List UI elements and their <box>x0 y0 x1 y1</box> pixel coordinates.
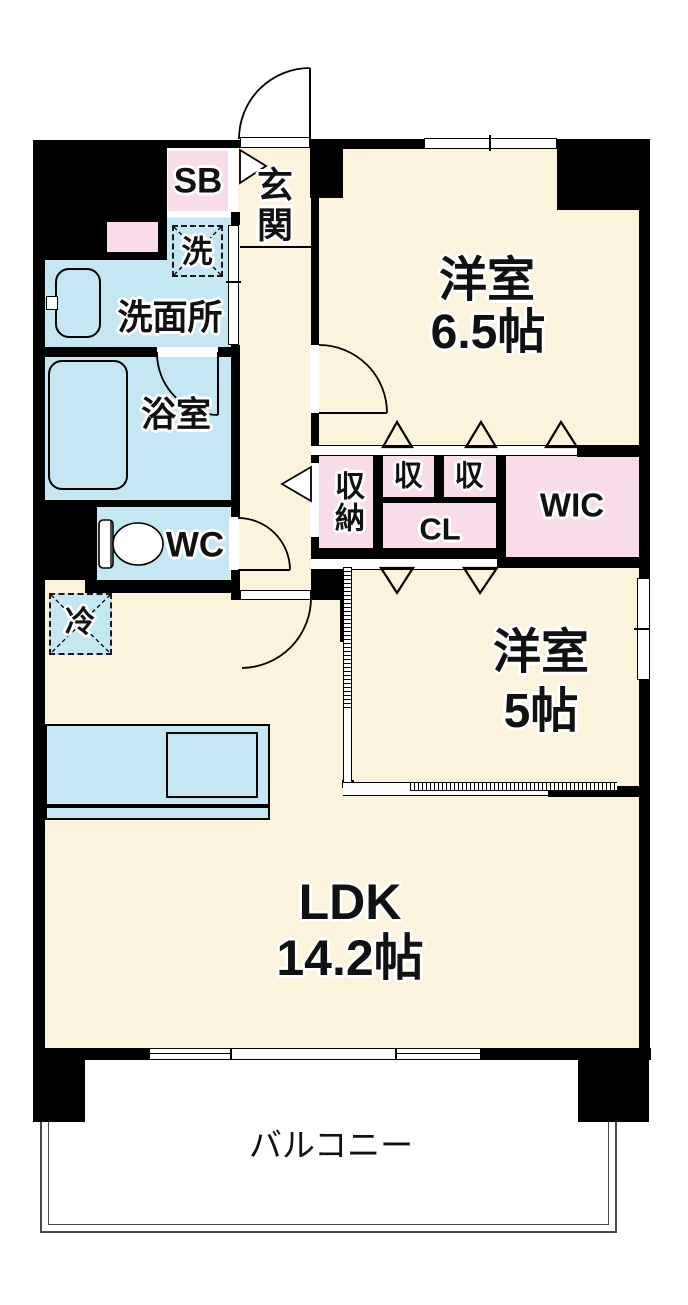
meter-box <box>107 222 158 252</box>
washer-label: 洗 <box>181 234 213 270</box>
wall-wc-left-mass <box>33 500 97 580</box>
wall-bath-bottom <box>33 500 240 507</box>
room2-name: 洋室 <box>492 626 590 679</box>
washroom-door-tick <box>226 281 241 283</box>
wall-wic-bottom <box>497 557 650 568</box>
washroom-sliding-door <box>228 225 239 345</box>
window-top-tick <box>489 135 491 151</box>
small-closet-2-label: 収 <box>454 460 484 493</box>
shoe-box-label: SB <box>173 161 223 201</box>
room1-door-opening <box>310 345 319 413</box>
balcony-sliding-door <box>231 1048 396 1060</box>
wall-closet-bottom <box>311 548 497 558</box>
wall-wic-top <box>577 445 643 457</box>
wall-top-1 <box>167 140 240 148</box>
bathroom-label: 浴室 <box>140 395 212 435</box>
storage-opening <box>310 463 319 537</box>
closet-top-track <box>311 445 577 456</box>
genkan-step-line <box>240 246 311 248</box>
window-bottom-left-line <box>149 1053 231 1054</box>
kitchen-counter-edge <box>45 806 270 820</box>
wall-wc-bottom <box>85 580 240 593</box>
wall-hall-right-a <box>311 149 319 345</box>
wic-label: WIC <box>539 486 605 524</box>
closet-bottom-track <box>311 558 497 570</box>
wall-hall-right-d <box>311 537 319 548</box>
ldk-size: 14.2帖 <box>276 930 424 986</box>
wall-left-outer <box>33 140 45 1060</box>
wall-top-corner-right <box>557 139 650 210</box>
window-bottom-right-line <box>396 1053 481 1054</box>
kitchen-sink <box>166 732 258 798</box>
window-bottom-right <box>396 1048 481 1060</box>
window-right-tick <box>634 628 650 630</box>
ldk-name: LDK <box>298 874 402 930</box>
partition-bottom-hatch <box>410 782 617 791</box>
wall-storage-right <box>373 455 383 548</box>
partition-left-hatch <box>343 567 352 710</box>
wc-label: WC <box>165 525 225 565</box>
bath-door-opening <box>157 347 218 357</box>
small-closet-1-label: 収 <box>393 460 423 493</box>
wall-closet-divider <box>434 455 444 497</box>
wall-stub <box>340 588 343 642</box>
closet-cl <box>383 503 496 553</box>
balcony-inner-rail <box>48 1052 609 1225</box>
small-closet-1 <box>383 455 434 497</box>
fridge-label: 冷 <box>65 606 95 639</box>
ldk-door-sill <box>240 590 311 600</box>
wic-floor <box>506 455 639 557</box>
room1-name: 洋室 <box>438 254 536 307</box>
window-bottom-left <box>149 1048 231 1060</box>
wall-hall-left-a <box>231 212 240 225</box>
entrance-door-arc <box>238 67 311 140</box>
wall-closet-hdivider <box>383 497 496 503</box>
room2-size: 5帖 <box>503 685 579 738</box>
wall-bath-top-left <box>45 347 157 357</box>
storage-closet <box>319 455 373 548</box>
entrance-door-sill <box>240 137 310 148</box>
partition-left-open <box>343 710 352 783</box>
washbasin-faucet <box>46 296 58 310</box>
wall-cl-wic <box>496 455 506 557</box>
balcony-block-right <box>578 1048 649 1122</box>
wall-hall-right-b <box>311 413 319 447</box>
wc-door-opening <box>229 517 239 570</box>
wall-top-2 <box>310 139 424 149</box>
closet-label: CL <box>419 511 461 547</box>
room1-size: 6.5帖 <box>430 306 546 359</box>
washroom-label: 洗面所 <box>117 298 223 338</box>
storage-label: 収納 <box>330 470 363 534</box>
washbasin <box>55 268 101 338</box>
wall-ldk-door-stub <box>311 588 343 600</box>
wall-hall-left-b <box>231 345 240 517</box>
small-closet-2 <box>444 455 496 497</box>
balcony-label: バルコニー <box>248 1126 414 1164</box>
entrance-label: 玄関 <box>252 166 293 246</box>
wall-bath-top-right <box>218 347 240 357</box>
wall-room2-bottom <box>548 786 650 797</box>
bathtub <box>48 360 128 490</box>
shoe-box <box>168 151 228 211</box>
balcony-block-left <box>33 1048 85 1122</box>
